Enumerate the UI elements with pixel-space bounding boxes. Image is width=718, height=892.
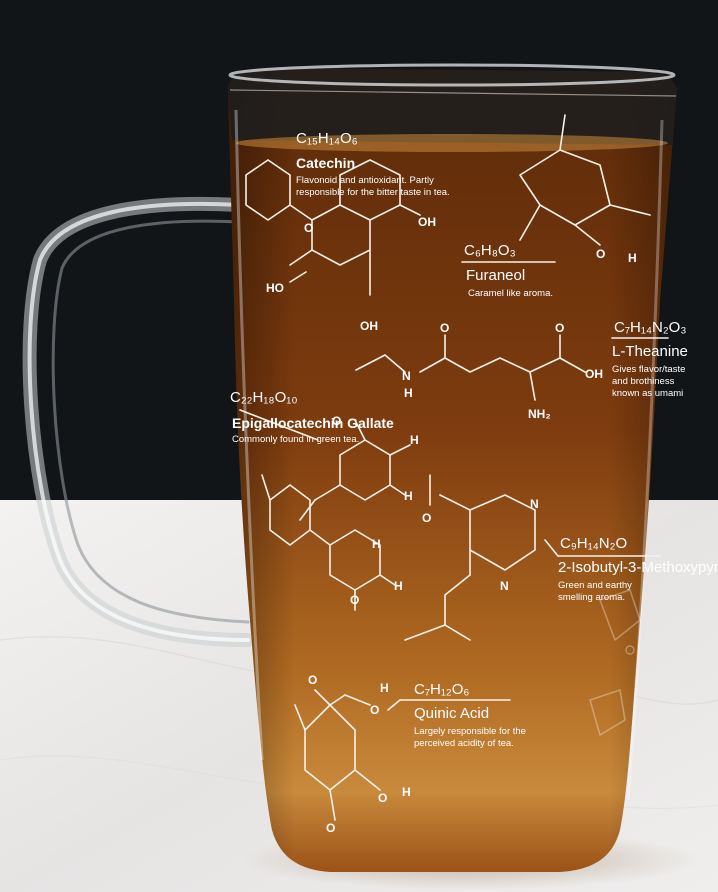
- atom-o: O: [332, 414, 341, 428]
- label-quinic-acid: C₇H₁₂O₆ Quinic Acid Largely responsible …: [387, 681, 526, 749]
- atom-o: O: [378, 791, 387, 805]
- atom-o: O: [555, 321, 564, 335]
- molecule-egcg: O H H H H O: [261, 414, 419, 611]
- catechin-desc-2: responsible for the bitter taste in tea.: [296, 187, 450, 198]
- theanine-desc-3: known as umami: [612, 388, 683, 399]
- atom-h: H: [394, 579, 403, 593]
- label-catechin: C₁₅H₁₄O₆ Catechin Flavonoid and antioxid…: [296, 130, 450, 198]
- atom-h: H: [404, 386, 413, 400]
- atom-h: H: [380, 681, 389, 695]
- atom-h: H: [402, 785, 411, 799]
- atom-n: N: [530, 497, 539, 511]
- atom-o: O: [370, 703, 379, 717]
- theanine-desc-2: and brothiness: [612, 376, 675, 387]
- theanine-formula: C₇H₁₄N₂O₃: [614, 319, 686, 336]
- atom-nh2: NH₂: [528, 407, 551, 421]
- atom-h: H: [372, 537, 381, 551]
- quinic-formula: C₇H₁₂O₆: [414, 681, 469, 698]
- molecule-quinic-acid: O O H H O O: [294, 673, 411, 835]
- label-l-theanine: C₇H₁₄N₂O₃ L-Theanine Gives flavor/taste …: [611, 319, 688, 399]
- atom-oh: OH: [585, 367, 603, 381]
- theanine-desc-1: Gives flavor/taste: [612, 364, 685, 375]
- atom-h: H: [410, 433, 419, 447]
- furaneol-formula: C₆H₈O₃: [464, 242, 516, 259]
- pyrazine-desc-2: smelling aroma.: [558, 592, 625, 603]
- pyrazine-formula: C₉H₁₄N₂O: [560, 535, 627, 552]
- atom-oh: OH: [418, 215, 436, 229]
- back-side-molecule: [589, 589, 641, 736]
- atom-o: O: [422, 511, 431, 525]
- atom-o: O: [326, 821, 335, 835]
- atom-ho: HO: [266, 281, 284, 295]
- atom-o: O: [308, 673, 317, 687]
- catechin-formula: C₁₅H₁₄O₆: [296, 130, 358, 147]
- egcg-name: Epigallocatechin Gallate: [232, 415, 394, 431]
- label-furaneol: C₆H₈O₃ Furaneol Caramel like aroma.: [461, 242, 556, 299]
- label-egcg: C₂₂H₁₈O₁₀ Epigallocatechin Gallate Commo…: [230, 389, 394, 445]
- furaneol-name: Furaneol: [466, 267, 525, 284]
- quinic-desc-1: Largely responsible for the: [414, 726, 526, 737]
- label-isobutyl-methoxypyrazine: C₉H₁₄N₂O 2-Isobutyl-3-Methoxypyrazine Gr…: [544, 535, 718, 603]
- quinic-name: Quinic Acid: [414, 705, 489, 722]
- quinic-desc-2: perceived acidity of tea.: [414, 738, 514, 749]
- atom-o: O: [596, 247, 605, 261]
- atom-h: H: [628, 251, 637, 265]
- atom-n: N: [402, 369, 411, 383]
- molecule-isobutyl-methoxypyrazine: O N N: [404, 474, 539, 641]
- atom-o: O: [304, 221, 313, 235]
- mug-handle: [22, 196, 255, 647]
- furaneol-desc: Caramel like aroma.: [468, 288, 553, 299]
- mug-body: [227, 63, 677, 872]
- atom-oh: OH: [360, 319, 378, 333]
- atom-h: H: [404, 489, 413, 503]
- egcg-desc: Commonly found in green tea.: [232, 434, 359, 445]
- pyrazine-name: 2-Isobutyl-3-Methoxypyrazine: [558, 559, 718, 576]
- molecule-catechin: O OH HO OH: [245, 159, 436, 333]
- pyrazine-desc-1: Green and earthy: [558, 580, 632, 591]
- atom-n: N: [500, 579, 509, 593]
- atom-o: O: [350, 593, 359, 607]
- molecule-furaneol: O H: [519, 114, 651, 265]
- theanine-name: L-Theanine: [612, 343, 688, 360]
- catechin-desc-1: Flavonoid and antioxidant. Partly: [296, 175, 434, 186]
- egcg-formula: C₂₂H₁₈O₁₀: [230, 389, 298, 406]
- catechin-name: Catechin: [296, 155, 355, 171]
- atom-o: O: [440, 321, 449, 335]
- molecule-l-theanine: N H O O OH NH₂: [355, 321, 603, 421]
